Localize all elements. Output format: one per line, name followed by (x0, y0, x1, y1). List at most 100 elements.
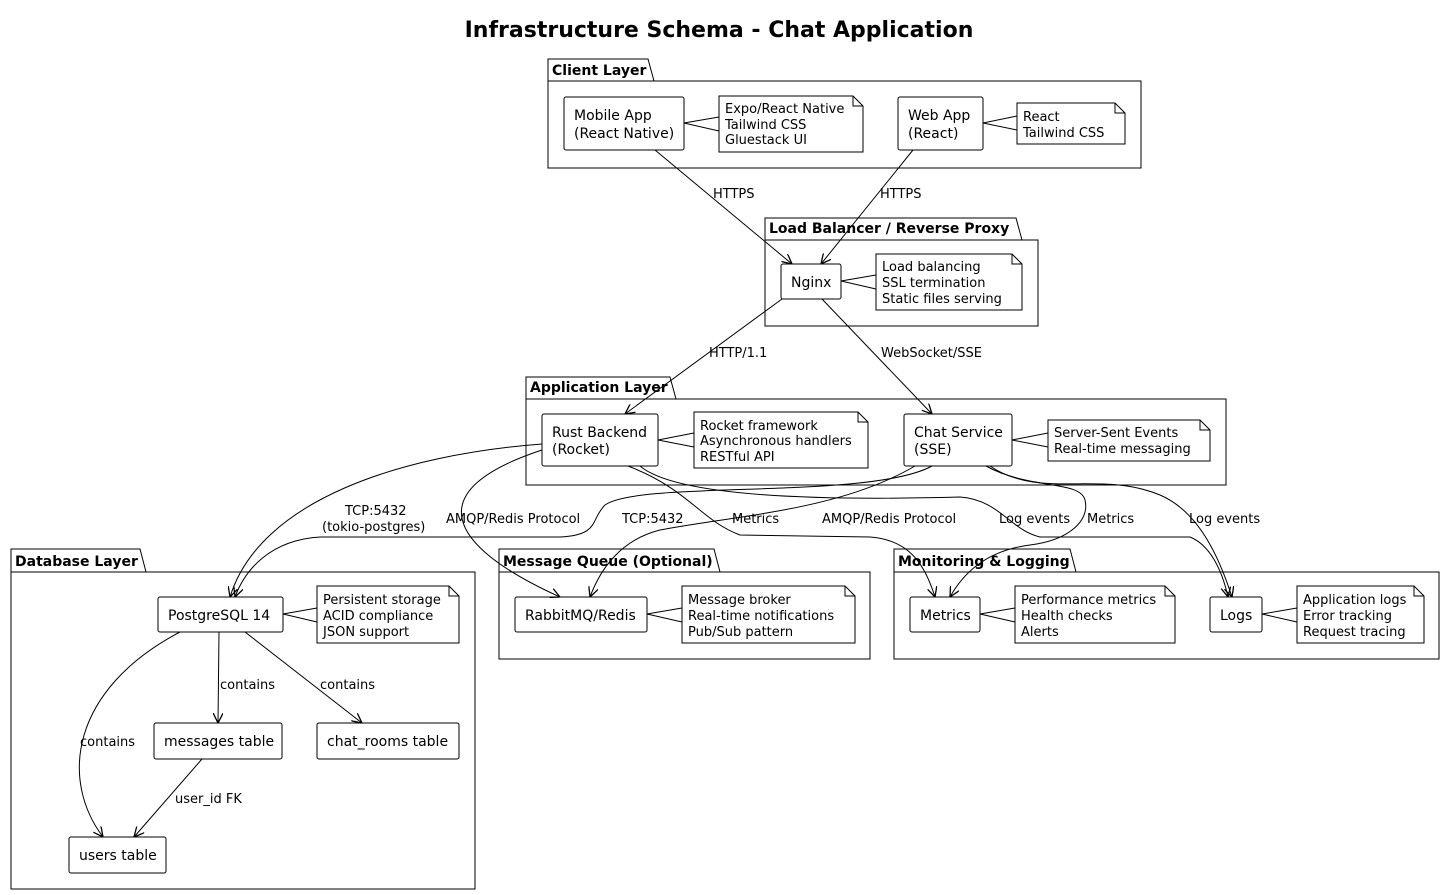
svg-text:(SSE): (SSE) (914, 442, 952, 458)
svg-text:Real-time notifications: Real-time notifications (688, 609, 834, 624)
diagram-title: Infrastructure Schema - Chat Application (465, 18, 974, 43)
note-mobile-app: Expo/React Native Tailwind CSS Gluestack… (683, 95, 864, 153)
edge-nginx-to-chat (821, 298, 932, 414)
svg-text:Error tracking: Error tracking (1303, 609, 1392, 624)
edge-label-chat-pg: TCP:5432 (621, 512, 684, 527)
svg-text:RESTful API: RESTful API (700, 450, 775, 465)
edge-postgresql-to-chat-rooms (244, 631, 362, 723)
edge-label-rust-pg-port: TCP:5432 (344, 504, 407, 519)
edge-label-nginx-chat: WebSocket/SSE (881, 346, 982, 361)
svg-text:Metrics: Metrics (920, 608, 971, 624)
svg-text:Pub/Sub pattern: Pub/Sub pattern (688, 625, 793, 640)
svg-text:RabbitMQ/Redis: RabbitMQ/Redis (525, 608, 636, 624)
edge-chat-to-metrics (950, 465, 1087, 597)
svg-text:JSON support: JSON support (322, 625, 409, 640)
svg-text:(React): (React) (908, 126, 958, 142)
note-rabbitmq-redis: Message broker Real-time notifications P… (646, 585, 856, 644)
package-label-mq: Message Queue (Optional) (503, 554, 713, 570)
svg-text:React: React (1023, 110, 1060, 125)
svg-text:Real-time messaging: Real-time messaging (1054, 442, 1191, 457)
svg-text:Rocket framework: Rocket framework (700, 419, 818, 434)
svg-text:users table: users table (79, 848, 157, 864)
svg-text:(Rocket): (Rocket) (552, 442, 610, 458)
edge-label-chat-logs: Log events (1189, 512, 1260, 527)
note-rust-backend: Rocket framework Asynchronous handlers R… (657, 411, 869, 469)
note-chat-service: Server-Sent Events Real-time messaging (1011, 419, 1211, 462)
edge-label-web-nginx: HTTPS (880, 187, 922, 202)
node-users-table[interactable]: users table (68, 836, 167, 874)
edge-label-rust-logs: Log events (999, 512, 1070, 527)
edge-web-to-nginx (821, 149, 914, 264)
edge-label-messages-users: user_id FK (175, 792, 242, 807)
node-rabbitmq-redis[interactable]: RabbitMQ/Redis (514, 596, 648, 633)
edge-label-rust-pg-driver: (tokio-postgres) (322, 520, 425, 535)
edge-chat-to-logs (989, 465, 1232, 597)
note-logs: Application logs Error tracking Request … (1261, 585, 1425, 644)
edge-nginx-to-rust (625, 298, 783, 414)
edge-label-pg-rooms: contains (320, 678, 375, 693)
node-chat-rooms-table[interactable]: chat_rooms table (316, 722, 460, 760)
node-chat-service[interactable]: Chat Service (SSE) (903, 413, 1013, 467)
note-nginx: Load balancing SSL termination Static fi… (840, 253, 1023, 311)
edge-label-pg-messages: contains (220, 678, 275, 693)
note-postgresql: Persistent storage ACID compliance JSON … (282, 585, 460, 644)
svg-text:SSL termination: SSL termination (882, 276, 985, 291)
package-label-mon: Monitoring & Logging (898, 554, 1070, 570)
edge-rust-to-logs (639, 465, 1228, 597)
edge-rust-to-postgresql (230, 443, 543, 597)
edge-mobile-to-nginx (654, 149, 792, 264)
svg-text:Logs: Logs (1220, 608, 1252, 624)
svg-text:Message broker: Message broker (688, 593, 791, 608)
svg-text:Expo/React Native: Expo/React Native (725, 102, 844, 117)
edge-rust-to-mq (460, 449, 560, 597)
edge-label-rust-metrics: Metrics (732, 512, 779, 527)
node-metrics[interactable]: Metrics (909, 596, 981, 633)
svg-text:Static files serving: Static files serving (882, 292, 1002, 307)
svg-text:Application logs: Application logs (1303, 593, 1407, 608)
svg-text:Chat Service: Chat Service (914, 425, 1003, 441)
node-web-app[interactable]: Web App (React) (897, 96, 984, 151)
edge-label-rust-mq: AMQP/Redis Protocol (446, 512, 580, 527)
edge-label-chat-metrics: Metrics (1087, 512, 1134, 527)
svg-text:Mobile App: Mobile App (574, 108, 652, 124)
node-nginx[interactable]: Nginx (780, 263, 842, 300)
edge-label-mobile-nginx: HTTPS (713, 187, 755, 202)
node-rust-backend[interactable]: Rust Backend (Rocket) (541, 413, 659, 467)
node-mobile-app[interactable]: Mobile App (React Native) (563, 96, 685, 151)
node-postgresql[interactable]: PostgreSQL 14 (157, 596, 284, 633)
svg-text:Tailwind CSS: Tailwind CSS (724, 118, 806, 133)
svg-text:Performance metrics: Performance metrics (1021, 593, 1156, 608)
edge-label-chat-mq: AMQP/Redis Protocol (822, 512, 956, 527)
svg-text:chat_rooms table: chat_rooms table (327, 734, 448, 750)
svg-text:Alerts: Alerts (1021, 625, 1059, 640)
svg-text:messages table: messages table (164, 734, 274, 750)
svg-text:Health checks: Health checks (1021, 609, 1113, 624)
svg-text:Request tracing: Request tracing (1303, 625, 1406, 640)
edge-label-nginx-rust: HTTP/1.1 (709, 346, 767, 361)
edge-messages-to-users (134, 758, 203, 837)
package-label-lb: Load Balancer / Reverse Proxy (769, 221, 1009, 237)
svg-text:(React Native): (React Native) (574, 126, 674, 142)
svg-text:Persistent storage: Persistent storage (323, 593, 441, 608)
node-messages-table[interactable]: messages table (153, 722, 283, 760)
node-logs[interactable]: Logs (1209, 596, 1263, 633)
edge-rust-to-metrics (627, 465, 935, 597)
svg-text:Load balancing: Load balancing (882, 260, 981, 275)
note-web-app: React Tailwind CSS (982, 102, 1126, 145)
svg-text:Asynchronous handlers: Asynchronous handlers (700, 434, 852, 449)
svg-text:ACID compliance: ACID compliance (323, 609, 433, 624)
edge-chat-to-mq (590, 465, 916, 597)
edge-label-pg-users: contains (80, 735, 135, 750)
svg-text:Tailwind CSS: Tailwind CSS (1022, 126, 1104, 141)
svg-text:PostgreSQL 14: PostgreSQL 14 (168, 608, 270, 624)
edge-postgresql-to-messages (218, 631, 219, 723)
package-label-app: Application Layer (530, 380, 668, 396)
svg-text:Web App: Web App (908, 108, 970, 124)
package-label-client: Client Layer (552, 63, 646, 79)
edge-chat-to-postgresql (235, 465, 933, 597)
svg-text:Nginx: Nginx (791, 275, 831, 291)
svg-text:Server-Sent Events: Server-Sent Events (1054, 426, 1178, 441)
svg-text:Gluestack UI: Gluestack UI (725, 133, 807, 148)
